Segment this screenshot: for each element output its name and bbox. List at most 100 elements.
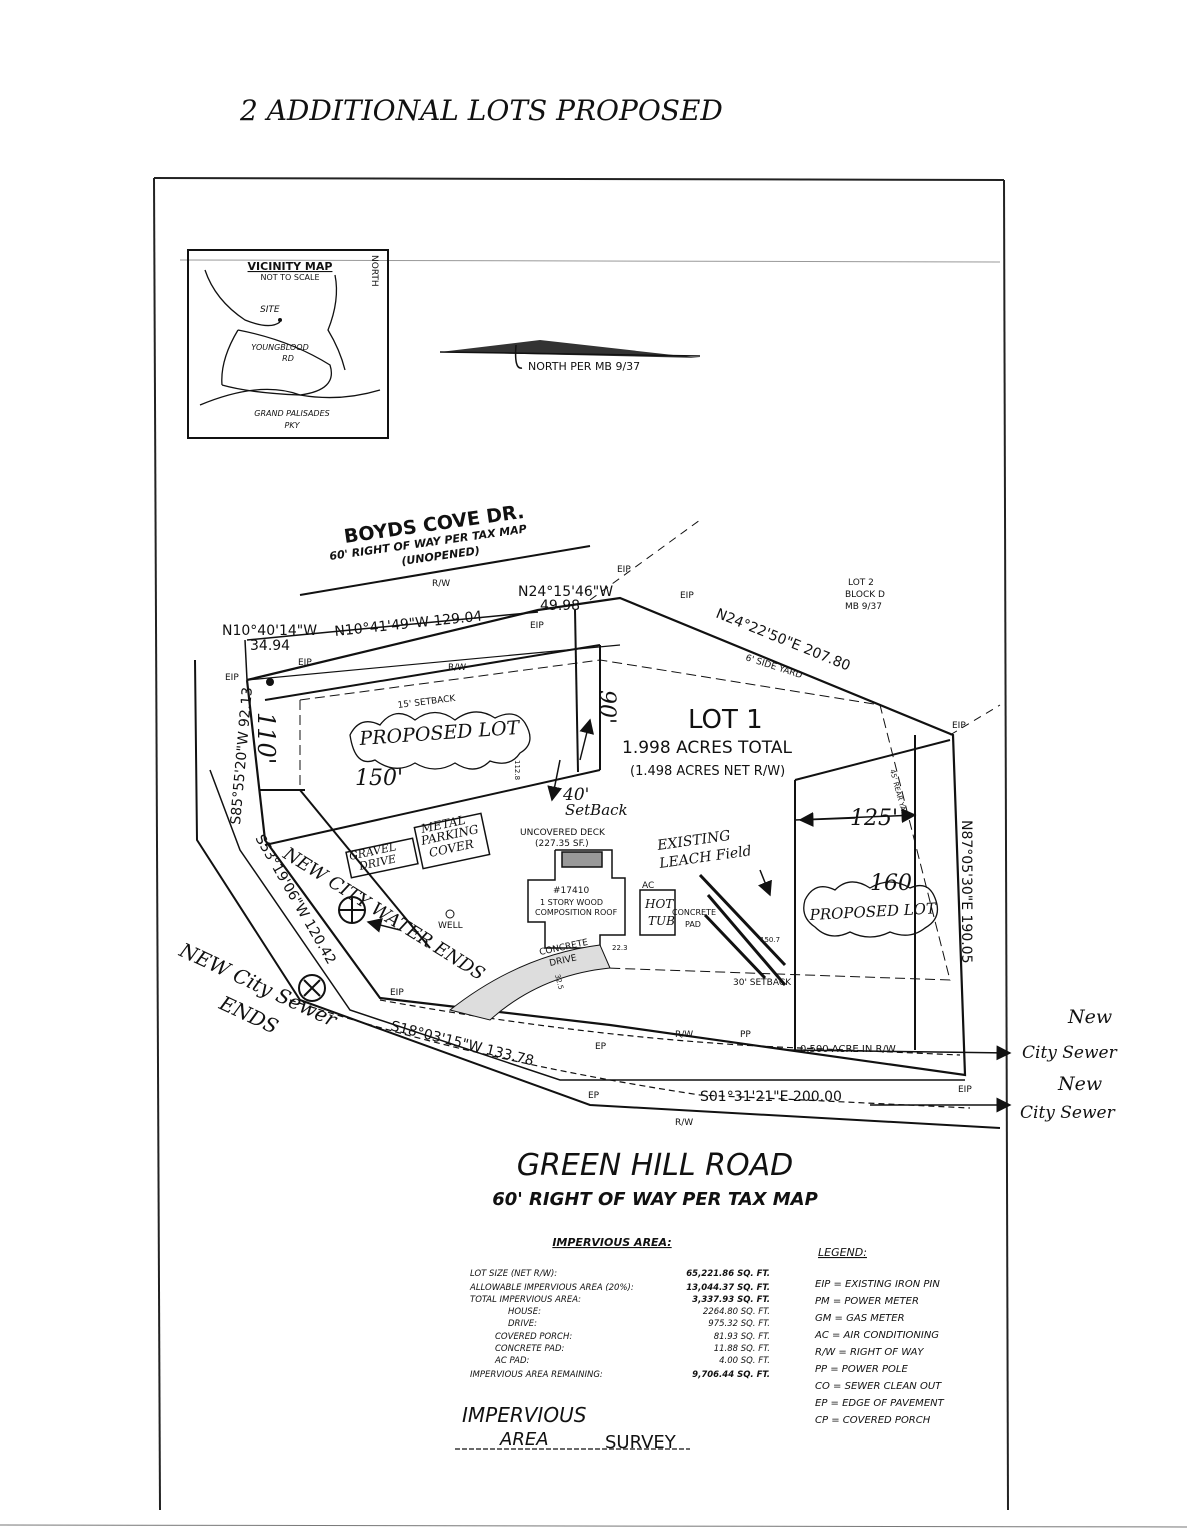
lot1-acres-net: (1.498 ACRES NET R/W) xyxy=(630,764,785,779)
house-a: #17410 xyxy=(553,886,589,896)
eip-label-8: EIP xyxy=(958,1085,972,1095)
imp-label-1: ALLOWABLE IMPERVIOUS AREA (20%): xyxy=(469,1283,634,1293)
well-icon xyxy=(445,909,455,919)
hot-tub-note-1: HOT xyxy=(644,897,674,911)
lot1-label: LOT 1 xyxy=(688,705,763,735)
imp-value-3: 2264.80 SQ. FT. xyxy=(703,1307,770,1317)
dim-125-note: 125' xyxy=(850,806,898,831)
site-marker-icon xyxy=(278,318,282,322)
acre-rw: 0.500 ACRE IN R/W xyxy=(800,1044,896,1055)
lot2-c: MB 9/37 xyxy=(845,602,882,612)
imp-label-7: AC PAD: xyxy=(494,1356,530,1366)
vicinity-north: NORTH xyxy=(369,255,379,287)
legend-item-0: EIP = EXISTING IRON PIN xyxy=(815,1279,940,1290)
bearing-1-dist: 34.94 xyxy=(250,638,290,654)
bearing-2: N10°41'49"W 129.04 xyxy=(334,609,483,640)
setback-40-note: 40' xyxy=(562,785,589,805)
rw-label-1: R/W xyxy=(432,579,450,589)
legend-item-3: AC = AIR CONDITIONING xyxy=(814,1330,939,1341)
vicinity-road2-b: PKY xyxy=(285,421,301,430)
north-label: NORTH PER MB 9/37 xyxy=(528,360,640,373)
setback-label-note: SetBack xyxy=(565,801,628,819)
concrete-pad-a: CONCRETE xyxy=(672,908,716,917)
cloud-proposed-lot-left xyxy=(349,711,531,770)
lot2-a: LOT 2 xyxy=(848,578,874,588)
cloud-proposed-lot-right xyxy=(803,881,939,938)
vicinity-map: VICINITY MAP NOT TO SCALE SITE YOUNGBLOO… xyxy=(187,249,389,439)
well-label: WELL xyxy=(438,921,463,931)
dim-325: 32.5 xyxy=(553,973,565,990)
setback-30: 30' SETBACK xyxy=(733,978,792,988)
bearing-3: N24°15'46"W xyxy=(518,584,613,600)
bearing-8: S01°31'21"E 200.00 xyxy=(700,1089,842,1105)
vicinity-road1: YOUNGBLOOD xyxy=(251,343,309,352)
imp-value-8: 9,706.44 SQ. FT. xyxy=(692,1370,770,1380)
setback-15: 15' SETBACK xyxy=(397,694,457,711)
imp-value-6: 11.88 SQ. FT. xyxy=(714,1344,770,1354)
imp-label-8: IMPERVIOUS AREA REMAINING: xyxy=(470,1370,603,1380)
imp-label-0: LOT SIZE (NET R/W): xyxy=(470,1269,557,1279)
vicinity-road2: GRAND PALISADES xyxy=(254,409,329,418)
house-b: 1 STORY WOOD xyxy=(540,898,603,907)
bearing-3-dist: 49.98 xyxy=(540,598,580,614)
bearing-7: S18°03'15"W 133.78 xyxy=(389,1018,535,1069)
eip-label-7: EIP xyxy=(390,988,404,998)
vicinity-subtitle: NOT TO SCALE xyxy=(260,273,319,282)
rw-label-4: R/W xyxy=(675,1118,693,1128)
concrete-drive-shape xyxy=(448,944,611,1021)
bearing-1: N10°40'14"W xyxy=(222,623,317,639)
sewer-end-icon xyxy=(298,974,326,1002)
imp-value-1: 13,044.37 SQ. FT. xyxy=(686,1283,770,1293)
bearing-9: N87°05'30"E 190.05 xyxy=(958,820,974,964)
leach-field xyxy=(698,873,787,986)
survey-title-2: AREA xyxy=(499,1429,549,1450)
rw-label-3: R/W xyxy=(675,1030,693,1040)
proposed-lot-lines xyxy=(260,609,951,1050)
sheet-border xyxy=(153,177,1009,1511)
bearing-5: S85°55'20"W 92.13 xyxy=(228,686,256,825)
imp-value-0: 65,221.86 SQ. FT. xyxy=(686,1269,770,1279)
impervious-table: IMPERVIOUS AREA: LOT SIZE (NET R/W): 65,… xyxy=(469,1236,770,1380)
deck-a: UNCOVERED DECK xyxy=(520,828,606,838)
eip-label-6: EIP xyxy=(952,721,966,731)
survey-title-1: IMPERVIOUS xyxy=(462,1403,587,1427)
bearings: N10°40'14"W 34.94 N10°41'49"W 129.04 N24… xyxy=(222,584,974,1105)
vicinity-title: VICINITY MAP xyxy=(248,260,333,273)
deck-b: (227.35 SF.) xyxy=(535,839,589,849)
dim-90-note: 90' xyxy=(594,690,619,724)
side-yard: 6' SIDE YARD xyxy=(744,653,803,681)
eip-label-4: EIP xyxy=(617,565,631,575)
legend-item-1: PM = POWER METER xyxy=(815,1296,919,1307)
imp-value-4: 975.32 SQ. FT. xyxy=(708,1319,770,1329)
imp-value-5: 81.93 SQ. FT. xyxy=(714,1332,770,1342)
legend-item-7: EP = EDGE OF PAVEMENT xyxy=(815,1398,945,1409)
sewer-right-2b: City Sewer xyxy=(1020,1103,1116,1123)
eip-label-2: EIP xyxy=(298,658,312,668)
house-c: COMPOSITION ROOF xyxy=(535,908,618,917)
north-symbol-icon xyxy=(514,344,523,369)
ep-label-1: EP xyxy=(595,1042,607,1052)
pp-label: PP xyxy=(740,1030,751,1040)
imp-label-5: COVERED PORCH: xyxy=(495,1332,572,1342)
eip-label-3: EIP xyxy=(530,621,544,631)
vicinity-road1-b: RD xyxy=(282,354,294,363)
survey-title: IMPERVIOUS AREA SURVEY xyxy=(455,1403,690,1453)
legend-item-4: R/W = RIGHT OF WAY xyxy=(815,1347,924,1358)
sewer-right-1b: City Sewer xyxy=(1022,1043,1118,1063)
impervious-title: IMPERVIOUS AREA: xyxy=(552,1236,671,1249)
lot2-b: BLOCK D xyxy=(845,590,885,600)
header-note: 2 ADDITIONAL LOTS PROPOSED xyxy=(239,94,723,127)
rw-label-2: R/W xyxy=(448,663,466,673)
dim-150-note: 150' xyxy=(355,766,403,791)
vicinity-site: SITE xyxy=(260,305,280,315)
lot-boundary xyxy=(245,596,967,1077)
legend-item-8: CP = COVERED PORCH xyxy=(815,1415,931,1426)
legend: LEGEND: EIP = EXISTING IRON PIN PM = POW… xyxy=(814,1246,945,1426)
metal-parking-box xyxy=(413,812,491,870)
imp-value-2: 3,337.93 SQ. FT. xyxy=(692,1295,770,1305)
lot1-acres-total: 1.998 ACRES TOTAL xyxy=(622,738,792,758)
green-hill-name: GREEN HILL ROAD xyxy=(517,1148,793,1183)
plat-labels: EIP EIP EIP EIP EIP EIP EIP EIP R/W R/W … xyxy=(225,565,972,1128)
eip-label-5: EIP xyxy=(680,591,694,601)
